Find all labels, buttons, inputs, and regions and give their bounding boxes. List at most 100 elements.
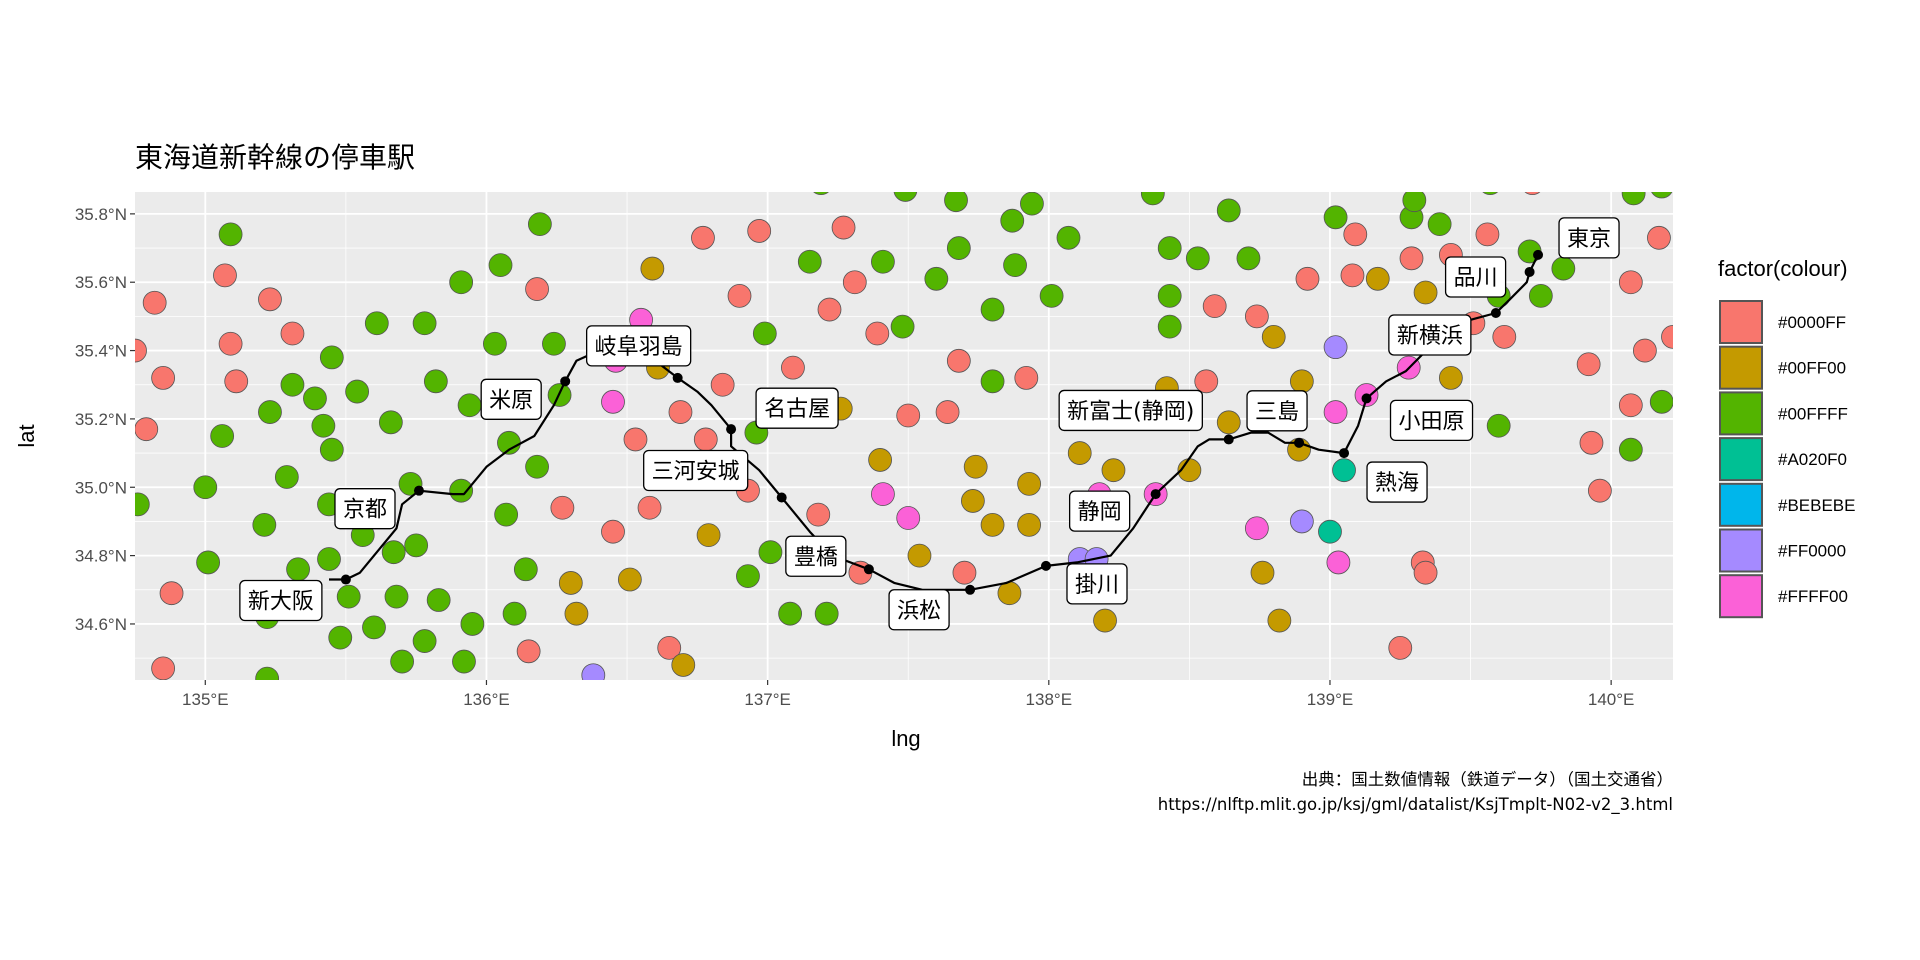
- data-point: [865, 321, 890, 346]
- station-label: 岐阜羽島: [586, 325, 692, 367]
- legend-key: [1719, 574, 1763, 619]
- x-tick-label: 140°E: [1588, 690, 1635, 709]
- y-axis: 34.6°N34.8°N35.0°N35.2°N35.4°N35.6°N35.8…: [75, 205, 135, 634]
- station-label: 品川: [1444, 256, 1507, 298]
- station-label: 新大阪: [239, 579, 323, 622]
- x-tick-label: 136°E: [463, 690, 510, 709]
- data-point: [1438, 366, 1463, 390]
- data-point: [381, 540, 406, 565]
- data-point: [319, 437, 344, 462]
- data-point: [1528, 283, 1553, 308]
- data-point: [1157, 283, 1182, 308]
- station-label-text: 三島: [1255, 400, 1299, 425]
- data-point: [423, 369, 448, 394]
- data-point: [893, 192, 918, 202]
- station-label-box: [785, 535, 847, 577]
- data-point: [452, 649, 476, 674]
- station-label: 三島: [1246, 390, 1308, 432]
- data-point: [1244, 516, 1269, 541]
- data-point: [924, 266, 949, 291]
- data-point: [1340, 263, 1365, 288]
- data-point: [1579, 430, 1604, 455]
- data-point: [1427, 212, 1452, 237]
- station-label-text: 豊橋: [794, 545, 838, 570]
- data-point: [601, 519, 625, 544]
- data-point: [1000, 208, 1025, 233]
- data-point: [384, 584, 409, 609]
- data-point: [693, 427, 718, 452]
- data-point: [946, 236, 971, 260]
- data-point: [412, 629, 437, 653]
- station-dot: [1040, 560, 1051, 571]
- data-point: [255, 666, 280, 680]
- station-dot: [776, 492, 787, 503]
- data-point: [1093, 608, 1117, 633]
- data-point: [752, 321, 777, 346]
- data-point: [952, 560, 977, 585]
- station-label-text: 浜松: [897, 599, 941, 624]
- data-point: [778, 601, 803, 626]
- data-point: [747, 219, 772, 243]
- station-label-text: 静岡: [1078, 500, 1122, 525]
- data-point: [527, 212, 552, 237]
- station-label-text: 米原: [489, 388, 533, 413]
- station-label-text: 名古屋: [764, 397, 830, 422]
- data-point: [1236, 246, 1261, 271]
- station-label-box: [1068, 490, 1131, 532]
- station-label: 小田原: [1389, 399, 1474, 442]
- data-point: [303, 386, 327, 411]
- data-point: [426, 588, 451, 612]
- data-point: [525, 277, 549, 301]
- data-point: [1343, 222, 1368, 247]
- y-tick-label: 34.6°N: [75, 615, 127, 634]
- y-tick-label: 35.6°N: [75, 273, 127, 292]
- data-point: [564, 601, 589, 626]
- data-point: [345, 379, 370, 404]
- data-point: [871, 482, 895, 506]
- legend-label: #FFFF00: [1778, 587, 1848, 606]
- station-dot: [672, 372, 683, 383]
- data-point: [1017, 512, 1042, 537]
- data-point: [890, 314, 915, 339]
- data-point: [1194, 369, 1219, 394]
- data-point: [210, 424, 235, 448]
- data-point: [960, 489, 985, 513]
- data-point: [1250, 560, 1275, 585]
- data-point: [516, 639, 541, 664]
- data-point: [449, 270, 474, 295]
- data-point: [336, 584, 361, 609]
- legend-key: [1719, 528, 1763, 573]
- data-point: [1101, 458, 1126, 483]
- station-label-text: 新横浜: [1397, 324, 1463, 349]
- data-point: [1621, 192, 1646, 206]
- station-label: 米原: [480, 378, 542, 420]
- data-point: [258, 287, 282, 312]
- station-dot: [413, 485, 424, 496]
- data-point: [1216, 198, 1241, 223]
- data-point: [159, 581, 184, 606]
- data-point: [525, 454, 549, 479]
- data-point: [460, 612, 485, 636]
- data-point: [1039, 283, 1064, 308]
- data-point: [736, 564, 760, 589]
- x-tick-label: 135°E: [182, 690, 229, 709]
- data-point: [280, 321, 305, 346]
- station-dot: [1294, 437, 1305, 448]
- station-label-box: [1366, 461, 1428, 503]
- station-dot: [1339, 448, 1350, 459]
- station-dot: [1223, 434, 1234, 445]
- data-point: [1632, 338, 1657, 363]
- data-point: [151, 366, 176, 390]
- legend-label: #FF0000: [1778, 542, 1846, 561]
- station-label-text: 新大阪: [248, 590, 314, 615]
- data-point: [581, 663, 606, 680]
- station-label-text: 東京: [1567, 227, 1611, 252]
- data-point: [1399, 246, 1424, 271]
- station-dot: [726, 424, 737, 435]
- legend-key: [1719, 300, 1763, 344]
- legend-label: #BEBEBE: [1778, 496, 1856, 515]
- data-point: [907, 543, 932, 568]
- station-label: 三河安城: [643, 449, 749, 492]
- station-label-text: 京都: [343, 498, 387, 523]
- data-point: [258, 400, 282, 424]
